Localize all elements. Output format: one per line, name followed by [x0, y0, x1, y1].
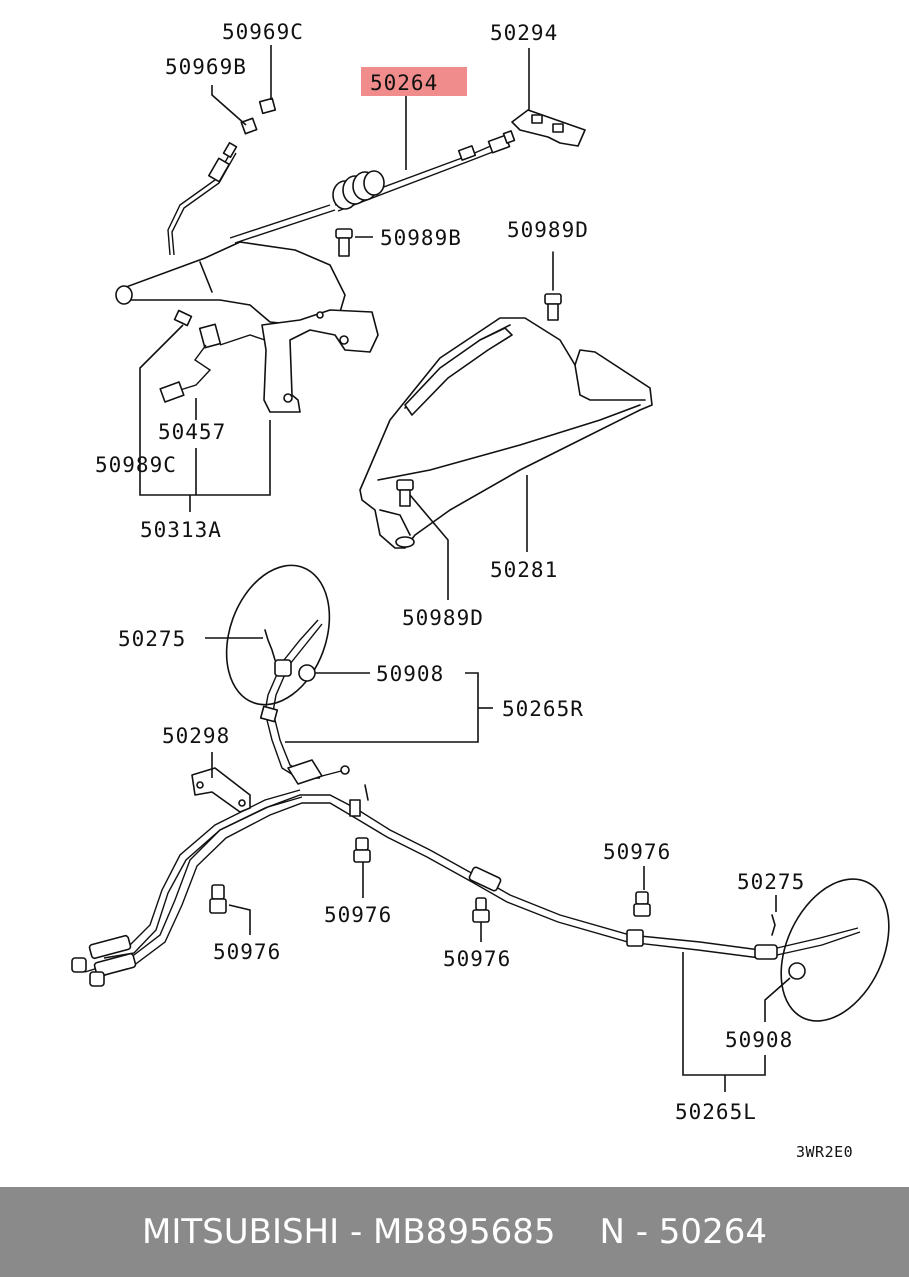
label-50264[interactable]: 50264 [370, 71, 438, 95]
label-50313a[interactable]: 50313A [140, 518, 222, 542]
label-50457[interactable]: 50457 [158, 420, 226, 444]
parts-diagram: 50969C 50969B 50264 50294 50989B 50989D … [71, 20, 909, 1161]
label-50969b[interactable]: 50969B [165, 55, 247, 79]
footer-brand-part: MITSUBISHI - MB895685 [142, 1212, 556, 1252]
label-50275-right[interactable]: 50275 [737, 870, 805, 894]
label-50976-c[interactable]: 50976 [443, 947, 511, 971]
highlight-box-50264[interactable] [361, 67, 467, 96]
part-50298-bracket[interactable] [191, 767, 251, 813]
label-50298[interactable]: 50298 [162, 724, 230, 748]
footer-bar: MITSUBISHI - MB895685 N - 50264 [0, 1187, 909, 1277]
bolt-50969c[interactable] [258, 97, 277, 115]
label-50275-left[interactable]: 50275 [118, 627, 186, 651]
part-50457-switch[interactable] [159, 323, 266, 403]
label-50265l[interactable]: 50265L [675, 1100, 757, 1124]
bolt-50976-a[interactable] [209, 884, 227, 914]
bolt-50989d-top[interactable] [544, 251, 562, 321]
part-50265l-cable[interactable] [71, 784, 909, 1038]
label-50969c[interactable]: 50969C [222, 20, 304, 44]
bolt-50969b[interactable] [240, 117, 258, 135]
bolt-50976-b[interactable] [353, 837, 371, 863]
label-50908-left[interactable]: 50908 [376, 662, 444, 686]
label-50908-right[interactable]: 50908 [725, 1028, 793, 1052]
leader-lines [139, 45, 791, 1092]
bolt-50976-d[interactable] [633, 891, 651, 917]
bolt-50989d-bottom[interactable] [396, 479, 414, 507]
diagram-code: 3WR2E0 [796, 1143, 853, 1161]
lever-assembly [115, 142, 379, 413]
label-50294[interactable]: 50294 [490, 21, 558, 45]
label-50989b[interactable]: 50989B [380, 226, 462, 250]
label-50976-d[interactable]: 50976 [603, 840, 671, 864]
bolt-50989c[interactable] [173, 309, 193, 327]
part-50294-plate[interactable] [511, 109, 586, 147]
bolt-50976-c[interactable] [472, 897, 490, 923]
label-50281[interactable]: 50281 [490, 558, 558, 582]
part-50281-console[interactable] [359, 317, 653, 549]
label-50989d-top[interactable]: 50989D [507, 218, 589, 242]
label-50989c[interactable]: 50989C [95, 453, 177, 477]
label-50976-b[interactable]: 50976 [324, 903, 392, 927]
bolt-50989b[interactable] [335, 228, 353, 257]
footer-ref: N - 50264 [599, 1212, 767, 1252]
label-50989d-bottom[interactable]: 50989D [402, 606, 484, 630]
label-50976-a[interactable]: 50976 [213, 940, 281, 964]
label-50265r[interactable]: 50265R [502, 697, 584, 721]
part-50264-cable[interactable] [332, 130, 516, 212]
part-50265r-cable[interactable] [208, 551, 350, 785]
